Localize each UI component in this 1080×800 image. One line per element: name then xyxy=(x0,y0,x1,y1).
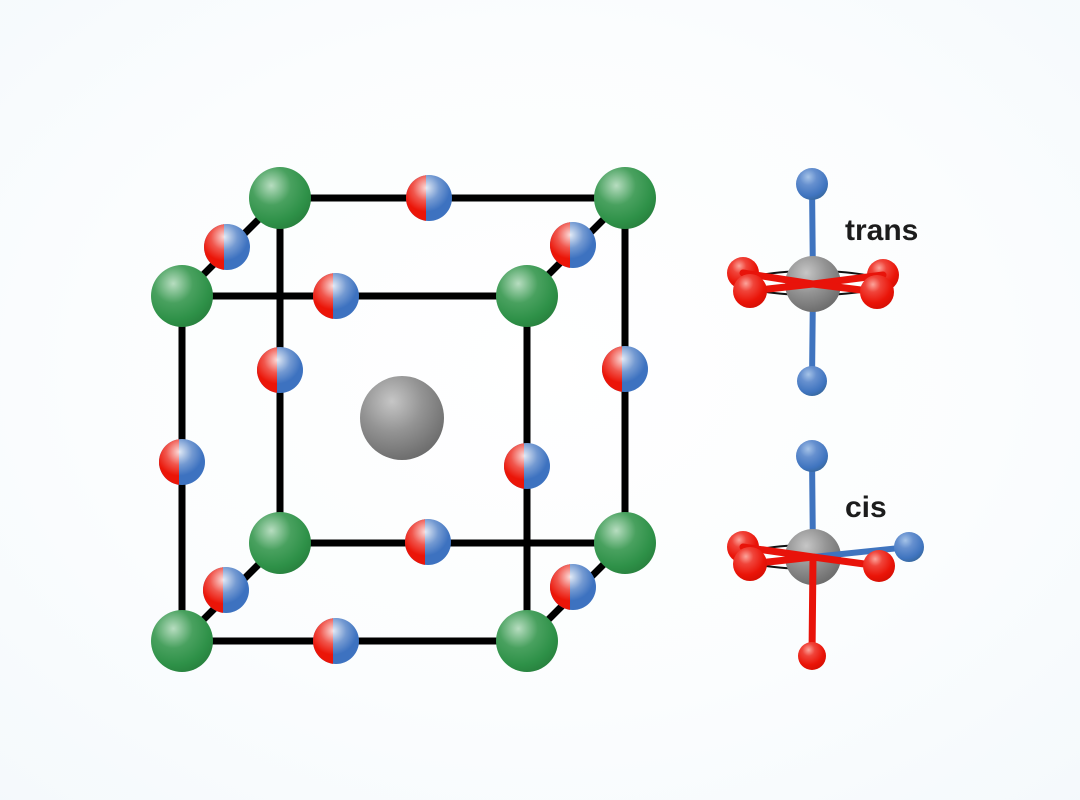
sphere-highlight xyxy=(257,347,303,393)
blue-ligand-atom xyxy=(797,366,827,396)
blue-ligand-atom xyxy=(796,440,828,472)
sphere-highlight xyxy=(405,519,451,565)
sphere-highlight xyxy=(204,224,250,270)
edge-anion-atom xyxy=(550,564,596,610)
sphere-highlight xyxy=(602,346,648,392)
edge-anion-atom xyxy=(257,347,303,393)
red-ligand-atom xyxy=(733,547,767,581)
red-ligand-atom xyxy=(860,275,894,309)
blue-ligand-atom xyxy=(894,532,924,562)
red-ligand-atom xyxy=(733,274,767,308)
edge-anion-atom xyxy=(313,273,359,319)
corner-cation-atom xyxy=(151,265,213,327)
molecule-trans: trans xyxy=(727,168,918,396)
trans-label: trans xyxy=(845,214,918,247)
edge-anion-atom xyxy=(602,346,648,392)
red-ligand-atom xyxy=(863,550,895,582)
sphere-highlight xyxy=(313,273,359,319)
edge-anion-atom xyxy=(204,224,250,270)
edge-anion-atom xyxy=(406,175,452,221)
edge-anion-atom xyxy=(203,567,249,613)
sphere-highlight xyxy=(159,439,205,485)
corner-cation-atom xyxy=(496,610,558,672)
red-ligand-atom xyxy=(798,642,826,670)
corner-cation-atom xyxy=(594,512,656,574)
blue-ligand-atom xyxy=(796,168,828,200)
sphere-highlight xyxy=(550,222,596,268)
red-bond xyxy=(808,553,817,660)
molecule-cis: cis xyxy=(727,440,924,670)
unit-cell xyxy=(151,167,656,672)
sphere-highlight xyxy=(203,567,249,613)
cis-label: cis xyxy=(845,491,887,524)
edge-anion-atom xyxy=(550,222,596,268)
equatorial-blue-bond xyxy=(810,544,912,560)
edge-anion-atom xyxy=(159,439,205,485)
edge-anion-atom xyxy=(313,618,359,664)
corner-cation-atom xyxy=(151,610,213,672)
edge-anion-atom xyxy=(504,443,550,489)
sphere-highlight xyxy=(313,618,359,664)
corner-cation-atom xyxy=(249,512,311,574)
corner-cation-atom xyxy=(496,265,558,327)
sphere-highlight xyxy=(550,564,596,610)
edge-anion-atom xyxy=(405,519,451,565)
corner-cation-atom xyxy=(594,167,656,229)
sphere-highlight xyxy=(504,443,550,489)
sphere-highlight xyxy=(406,175,452,221)
corner-cation-atom xyxy=(249,167,311,229)
central-cation-atom xyxy=(360,376,444,460)
